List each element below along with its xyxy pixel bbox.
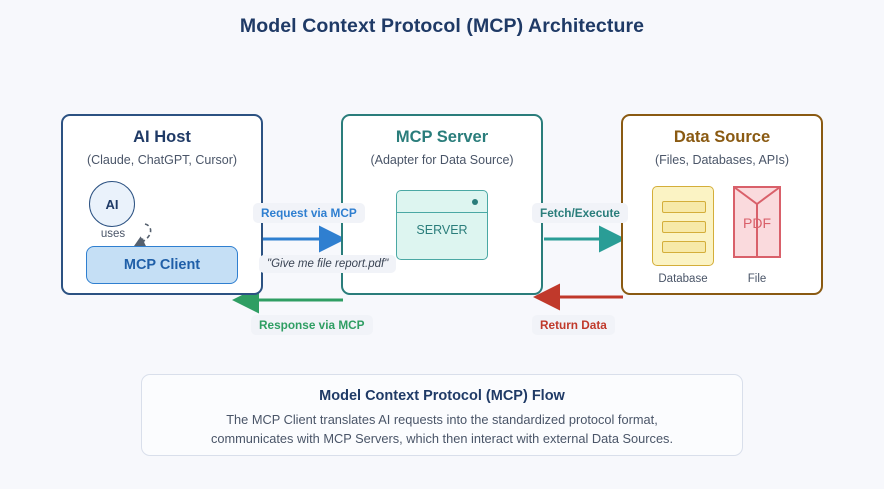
server-icon: SERVER [396, 190, 488, 260]
flow-explanation-line-2: communicates with MCP Servers, which the… [210, 431, 674, 446]
database-row-3 [662, 241, 706, 253]
mcp-client-node[interactable]: MCP Client [86, 246, 238, 284]
label-return-data: Return Data [532, 315, 615, 335]
server-icon-label: SERVER [416, 223, 468, 237]
ai-host-subtitle: (Claude, ChatGPT, Cursor) [86, 153, 238, 167]
file-caption: File [747, 273, 767, 285]
label-request-example: "Give me file report.pdf" [259, 255, 397, 273]
server-status-led-icon [472, 199, 478, 205]
file-type-label: PDF [743, 215, 771, 231]
uses-label: uses [100, 228, 126, 240]
label-request-via-mcp: Request via MCP [253, 203, 365, 223]
data-source-title: Data Source [673, 128, 771, 146]
flow-explanation-title: Model Context Protocol (MCP) Flow [319, 388, 565, 404]
server-icon-titlebar [397, 191, 487, 213]
mcp-server-title: MCP Server [395, 128, 489, 146]
uses-arrow-icon [133, 223, 152, 247]
file-pdf-icon: PDF [733, 186, 781, 258]
page-title: Model Context Protocol (MCP) Architectur… [239, 15, 645, 37]
data-source-subtitle: (Files, Databases, APIs) [654, 153, 790, 167]
database-row-1 [662, 201, 706, 213]
flow-explanation-box: Model Context Protocol (MCP) Flow The MC… [141, 374, 743, 456]
mcp-server-subtitle: (Adapter for Data Source) [370, 153, 514, 167]
ai-host-title: AI Host [133, 128, 191, 146]
label-fetch-execute: Fetch/Execute [532, 203, 628, 223]
flow-explanation-line-1: The MCP Client translates AI requests in… [226, 412, 658, 427]
database-icon [652, 186, 714, 266]
ai-badge-icon: AI [89, 181, 135, 227]
label-response-via-mcp: Response via MCP [251, 315, 373, 335]
database-caption: Database [658, 273, 708, 285]
database-row-2 [662, 221, 706, 233]
